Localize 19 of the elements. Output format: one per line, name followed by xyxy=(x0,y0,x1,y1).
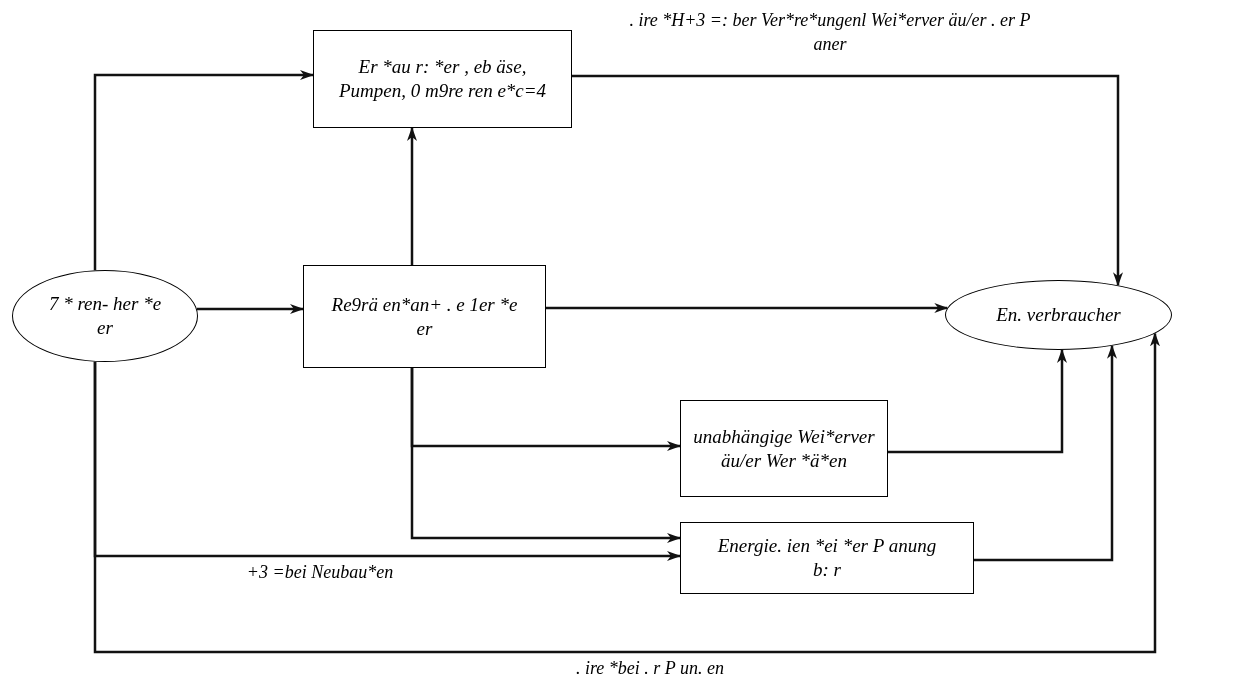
process-box xyxy=(680,400,888,497)
node-text: Er *au r: *er , eb äse, Pumpen, 0 m9re ren e*c=4 xyxy=(337,55,548,103)
node-text: 7 * ren- her *e er xyxy=(47,292,163,340)
arrow xyxy=(196,304,304,314)
arrow xyxy=(546,303,949,313)
process-box xyxy=(303,265,546,368)
process-box xyxy=(313,30,572,128)
process-box xyxy=(680,522,974,594)
node-text: Energie. ien *ei *er P anung b: r xyxy=(717,534,937,582)
node-text: Re9rä en*an+ . e 1er *e er xyxy=(330,292,519,341)
arrow xyxy=(93,70,314,271)
arrow xyxy=(572,74,1123,287)
arrow xyxy=(93,332,1160,654)
arrow xyxy=(888,349,1067,454)
node-text: En. verbraucher xyxy=(995,303,1122,327)
arrow xyxy=(974,344,1117,562)
node-text: unabhängige Wei*erver äu/er Wer *ä*en xyxy=(692,424,876,473)
arrow xyxy=(407,127,417,265)
arrow xyxy=(410,368,681,543)
